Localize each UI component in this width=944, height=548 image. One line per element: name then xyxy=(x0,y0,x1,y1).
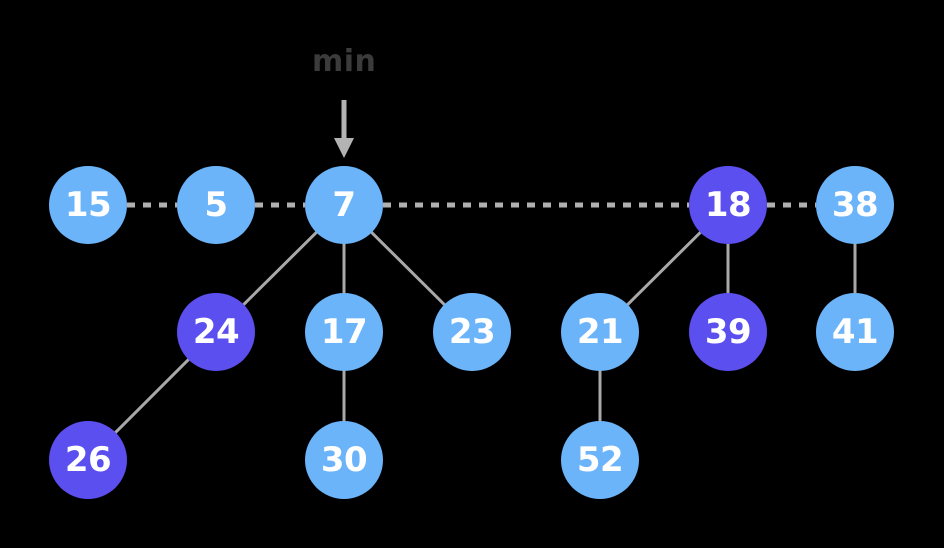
tree-edge xyxy=(624,229,704,308)
heap-node-label: 26 xyxy=(64,440,112,480)
heap-node-label: 30 xyxy=(320,440,368,480)
heap-node-label: 23 xyxy=(448,312,496,352)
heap-node-24[interactable]: 24 xyxy=(177,293,255,371)
heap-node-38[interactable]: 38 xyxy=(816,166,894,244)
heap-node-26[interactable]: 26 xyxy=(49,421,127,499)
heap-node-39[interactable]: 39 xyxy=(689,293,767,371)
heap-node-label: 17 xyxy=(320,312,368,352)
min-arrow-head xyxy=(334,138,354,158)
heap-node-label: 39 xyxy=(704,312,752,352)
heap-node-30[interactable]: 30 xyxy=(305,421,383,499)
heap-node-label: 21 xyxy=(576,312,624,352)
heap-node-15[interactable]: 15 xyxy=(49,166,127,244)
heap-node-52[interactable]: 52 xyxy=(561,421,639,499)
heap-node-41[interactable]: 41 xyxy=(816,293,894,371)
heap-node-label: 18 xyxy=(704,185,752,225)
heap-node-label: 38 xyxy=(831,185,879,225)
heap-node-label: 24 xyxy=(192,312,240,352)
heap-node-label: 7 xyxy=(332,185,356,225)
tree-edge xyxy=(112,356,192,436)
heap-node-label: 41 xyxy=(831,312,879,352)
heap-node-label: 5 xyxy=(204,185,228,225)
heap-node-5[interactable]: 5 xyxy=(177,166,255,244)
tree-edge xyxy=(240,229,320,308)
heap-node-7[interactable]: 7 xyxy=(305,166,383,244)
heap-node-21[interactable]: 21 xyxy=(561,293,639,371)
heap-node-18[interactable]: 18 xyxy=(689,166,767,244)
min-annotation-label: min xyxy=(312,44,377,79)
tree-edge xyxy=(368,229,448,308)
heap-node-label: 52 xyxy=(576,440,624,480)
heap-node-17[interactable]: 17 xyxy=(305,293,383,371)
heap-node-label: 15 xyxy=(64,185,112,225)
heap-node-23[interactable]: 23 xyxy=(433,293,511,371)
